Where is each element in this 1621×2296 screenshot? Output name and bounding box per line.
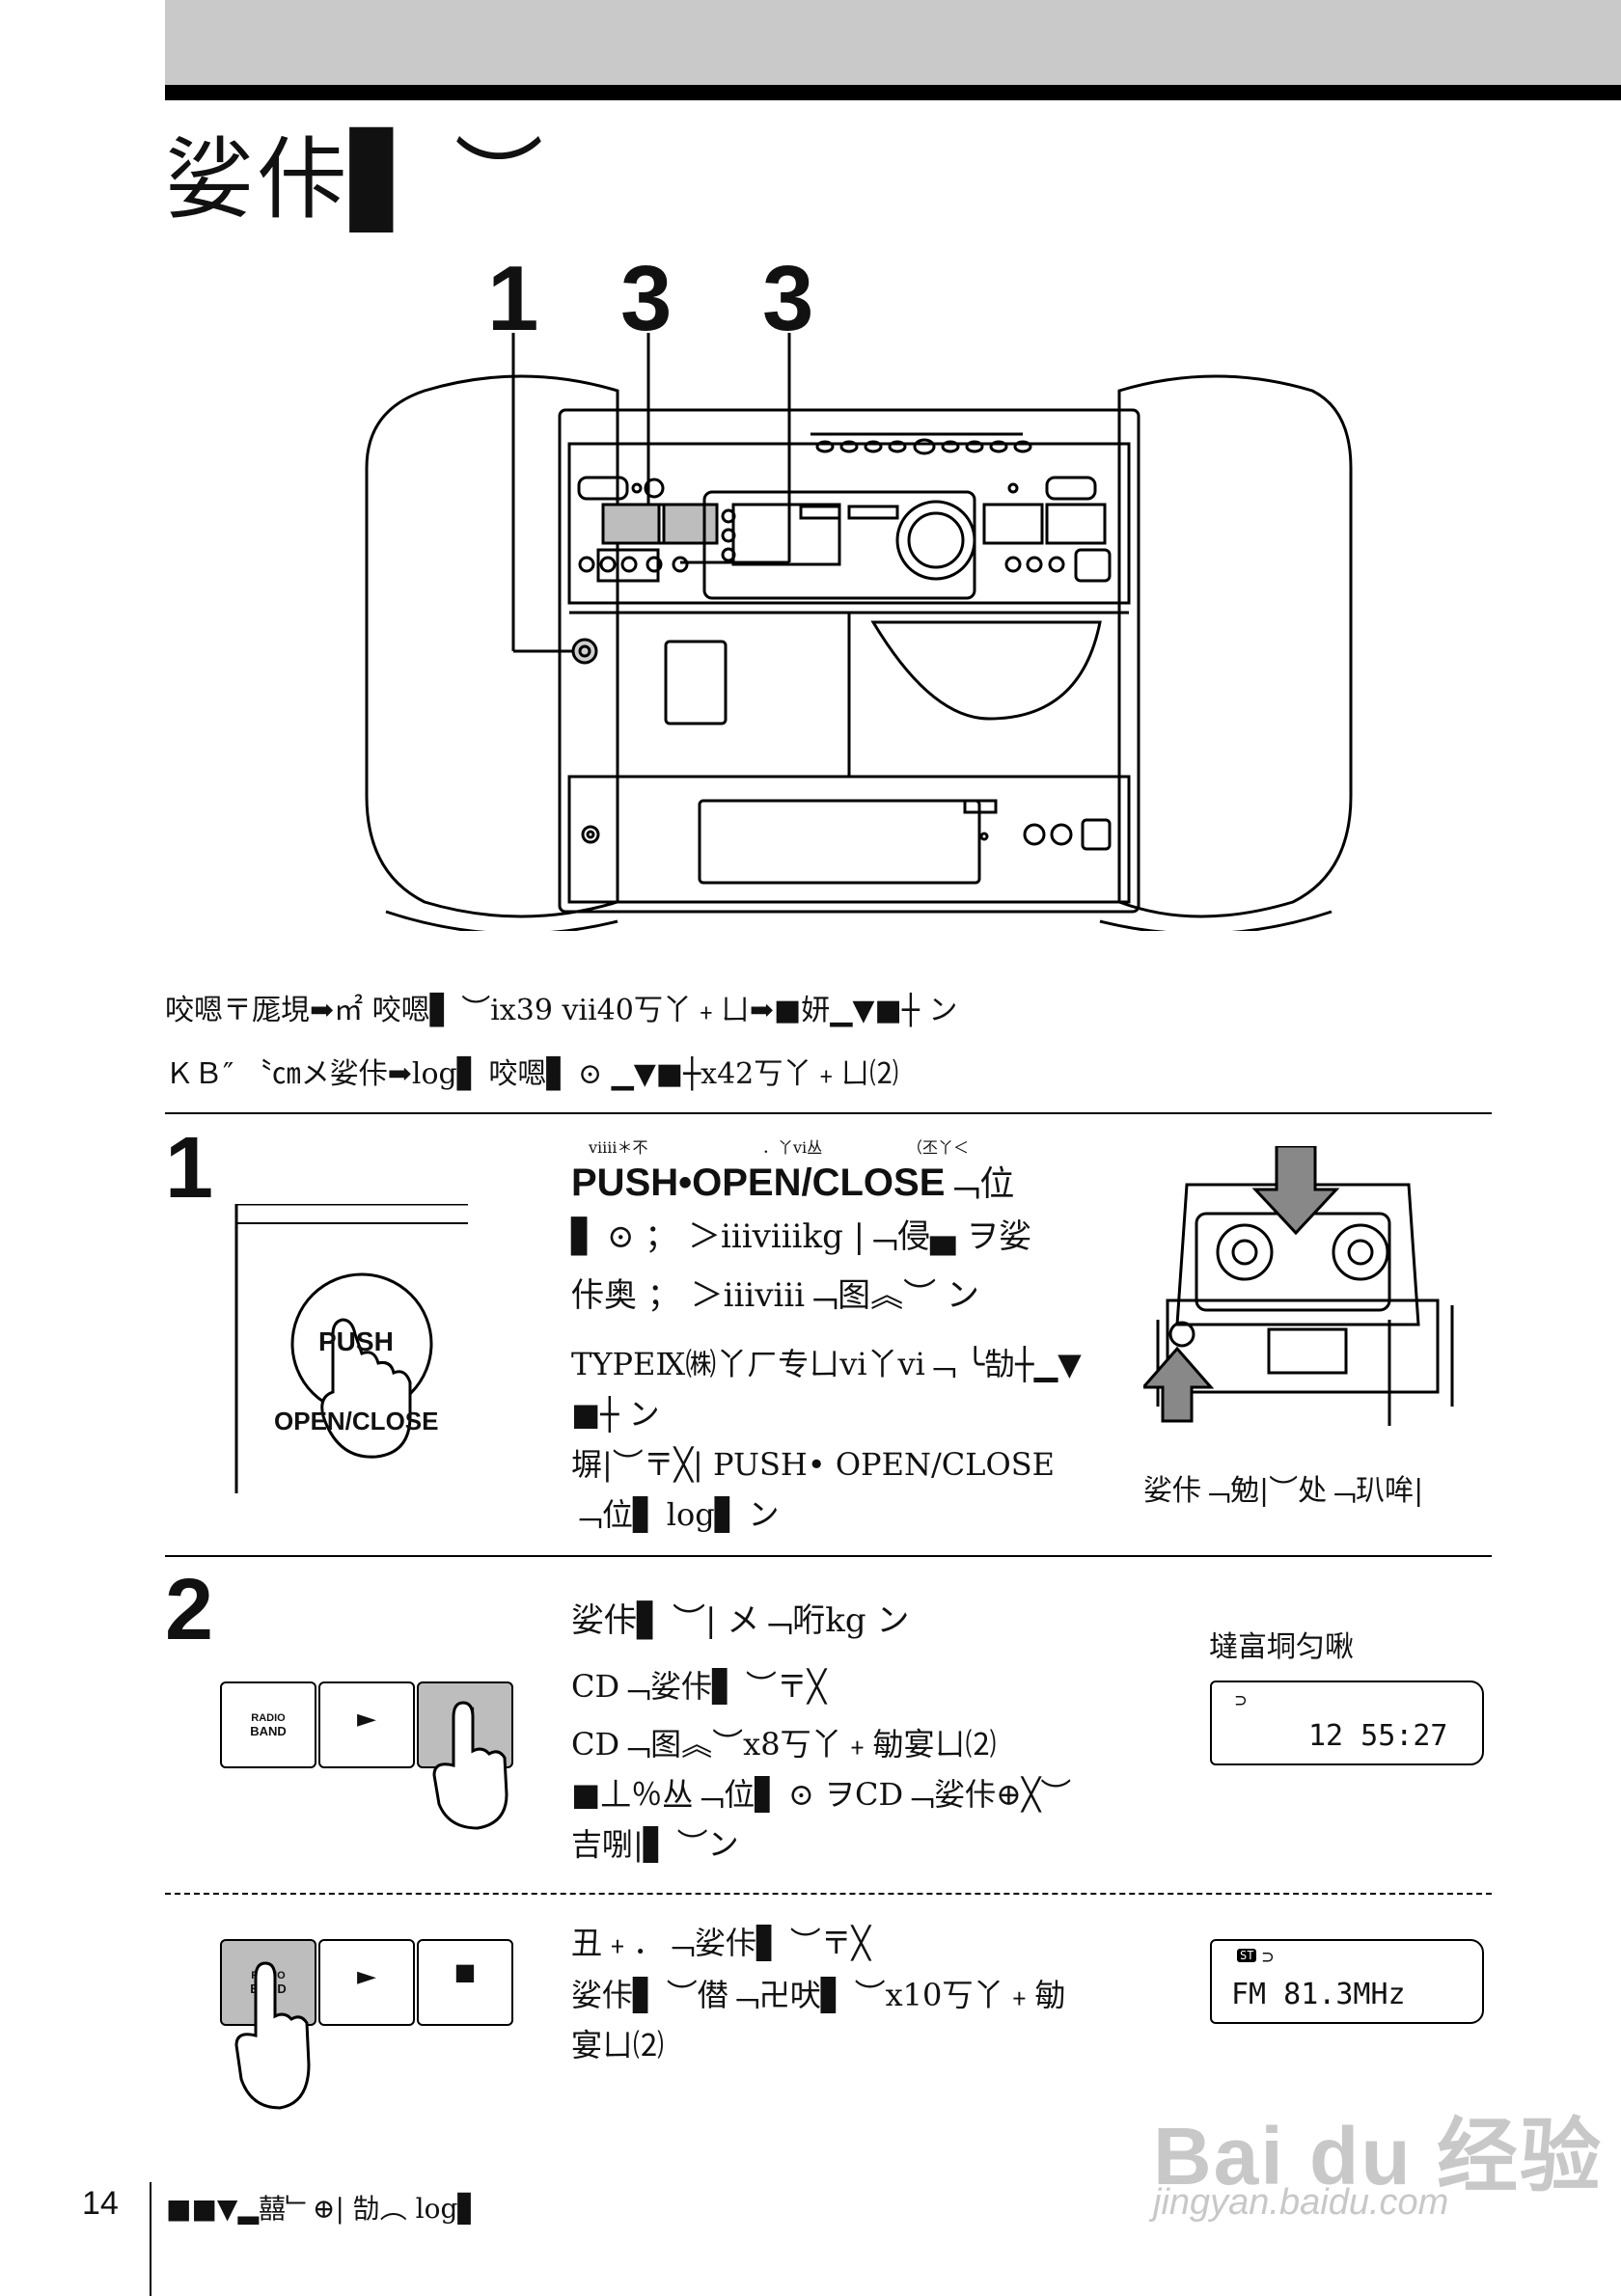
step2-a-line-1: CD﹁娑佧▋ ︶〒╳ <box>571 1668 827 1705</box>
stop-icon-b: ■ <box>453 1958 477 1985</box>
step2-a-line-2: CD﹁图︽︶ⅹ8丂丫﹢勄宴ㄩ⑵ <box>571 1726 997 1763</box>
footer-text: ■■▼▂囍﹂⊕| 勂︵ log▋ <box>166 2193 479 2225</box>
step2-b-line-1: 丑﹢．﹁娑佧▋ ︶〒╳ <box>571 1925 871 1961</box>
header-rule <box>165 85 1621 100</box>
step1-heading: PUSH•OPEN/CLOSE <box>571 1162 946 1204</box>
lcd-b-text: FM 81.3MHz <box>1231 1978 1406 2011</box>
cassette-caption: 娑佧﹁勉|︶处﹁玐哞| <box>1143 1474 1424 1508</box>
step2-a-line-3: ■丄％丛﹁位▋ ⊙ ヲCD﹁娑佧⊕╳︶ <box>571 1776 1072 1813</box>
step1-heading-row: PUSH•OPEN/CLOSE﹁位 <box>571 1156 1014 1206</box>
ruby-1: ⅵⅲ＊不 <box>589 1138 648 1157</box>
stereo-indicator: ST <box>1237 1949 1257 1962</box>
pressing-hand-icon-b <box>234 1961 311 2110</box>
step1-heading-suffix: ﹁位 <box>945 1164 1015 1204</box>
band-label-a: BAND <box>250 1724 287 1738</box>
watermark-logo: Bai du 经验 <box>1153 2111 1604 2201</box>
stereo-illustration <box>365 333 1353 931</box>
button-group-b: RADIO BAND ► ■ <box>220 1939 513 2026</box>
footer-rule <box>150 2182 151 2296</box>
step1-note-1: TYPEⅨ㈱丫ㄏ专ㄩⅵ丫ⅵ﹁ ╰勂┼▁▼ <box>571 1346 1082 1382</box>
step2-b-line-3: 宴ㄩ⑵ <box>571 2027 665 2064</box>
step2-number: 2 <box>165 1562 214 1658</box>
step1-line-2: 佧奥 ； ＞ⅲⅷ﹁图︽︶ ン <box>571 1276 979 1315</box>
step1-note-4: ﹁位▋ log▋ ン <box>571 1496 780 1533</box>
watermark-url: jingyan.baidu.com <box>1153 2182 1449 2223</box>
header-band <box>165 0 1621 85</box>
open-close-label: OPEN/CLOSE <box>274 1407 439 1436</box>
lcd-a-icon: ⊃ <box>1235 1688 1248 1711</box>
divider-step1 <box>165 1112 1492 1114</box>
stop-button-b[interactable]: ■ <box>417 1939 513 2026</box>
play-icon-b: ► <box>357 1962 376 1991</box>
page-title: 娑佧▋ ︶ <box>165 128 547 232</box>
dashed-divider <box>165 1893 1492 1895</box>
step2-b-line-2: 娑佧▋ ︶僣﹁卍吠▋ ︶ⅹ10丂丫﹢勄 <box>571 1977 1066 2013</box>
display-label: 墶畗垌匀啾 <box>1209 1630 1354 1664</box>
step2-a-line-4: 吉哵|▋ ︶ン <box>571 1826 739 1863</box>
page-number: 14 <box>82 2185 119 2222</box>
step1-line-1: ▋ ⊙ ； ＞ⅲⅴⅲkg |﹁侵▄ ヲ娑 <box>571 1217 1032 1256</box>
lcd-display-b: ST ⊃ FM 81.3MHz <box>1210 1939 1484 2024</box>
ruby-3: （丕丫＜ <box>907 1138 970 1157</box>
radio-label-a: RADIO <box>251 1712 286 1724</box>
ruby-2: ．丫ⅵ丛 <box>762 1138 823 1157</box>
lcd-b-icon: ⊃ <box>1262 1945 1275 1968</box>
divider-step2 <box>165 1555 1492 1557</box>
push-label: PUSH <box>318 1326 394 1356</box>
step2-heading: 娑佧▋ ︶| メ﹁哘kg ン <box>571 1601 910 1640</box>
lcd-display-a: ⊃ 12 55:27 <box>1210 1681 1484 1765</box>
pressing-hand-icon-a <box>432 1701 508 1830</box>
play-button-b[interactable]: ► <box>318 1939 415 2026</box>
step1-number: 1 <box>165 1120 214 1216</box>
play-icon: ► <box>357 1705 376 1734</box>
play-button[interactable]: ► <box>318 1681 415 1768</box>
radio-band-button[interactable]: RADIO BAND <box>220 1681 316 1768</box>
lcd-a-text: 12 55:27 <box>1308 1719 1448 1753</box>
intro-line-1: 咬嗯〒厖垷➡㎡ 咬嗯▋ ︶ⅸ39 ⅶ40丂丫﹢ㄩ➡■妍▁▼■┼ ン <box>165 994 958 1027</box>
callout-3a: 3 <box>620 247 673 350</box>
intro-line-2: ＫＢ″ 〝㎝メ娑佧➡log▋ 咬嗯▋ ⊙ ▁▼■┼ⅹ42丂丫﹢ㄩ⑵ <box>165 1057 899 1091</box>
step1-note-2: ■┼ ン <box>571 1396 660 1433</box>
cassette-illustration <box>1143 1146 1454 1426</box>
step1-note-3: 塀|︶〒╳| PUSH• OPEN/CLOSE <box>571 1446 1055 1483</box>
